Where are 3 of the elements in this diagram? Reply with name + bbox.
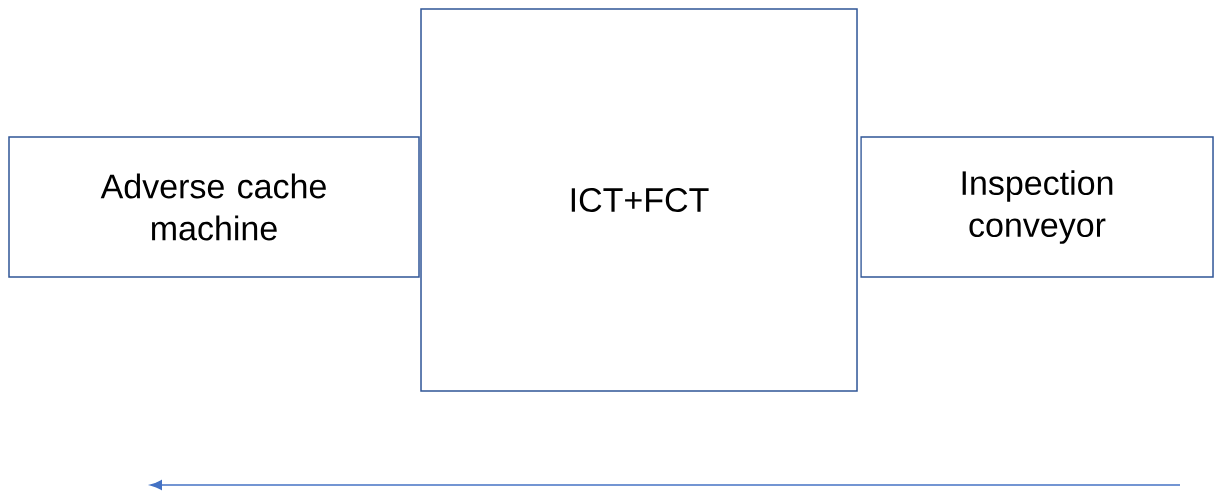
process-box: ICT+FCT (420, 8, 858, 392)
process-box: Inspection conveyor (860, 136, 1214, 278)
process-box: Adverse cache machine (8, 136, 420, 278)
